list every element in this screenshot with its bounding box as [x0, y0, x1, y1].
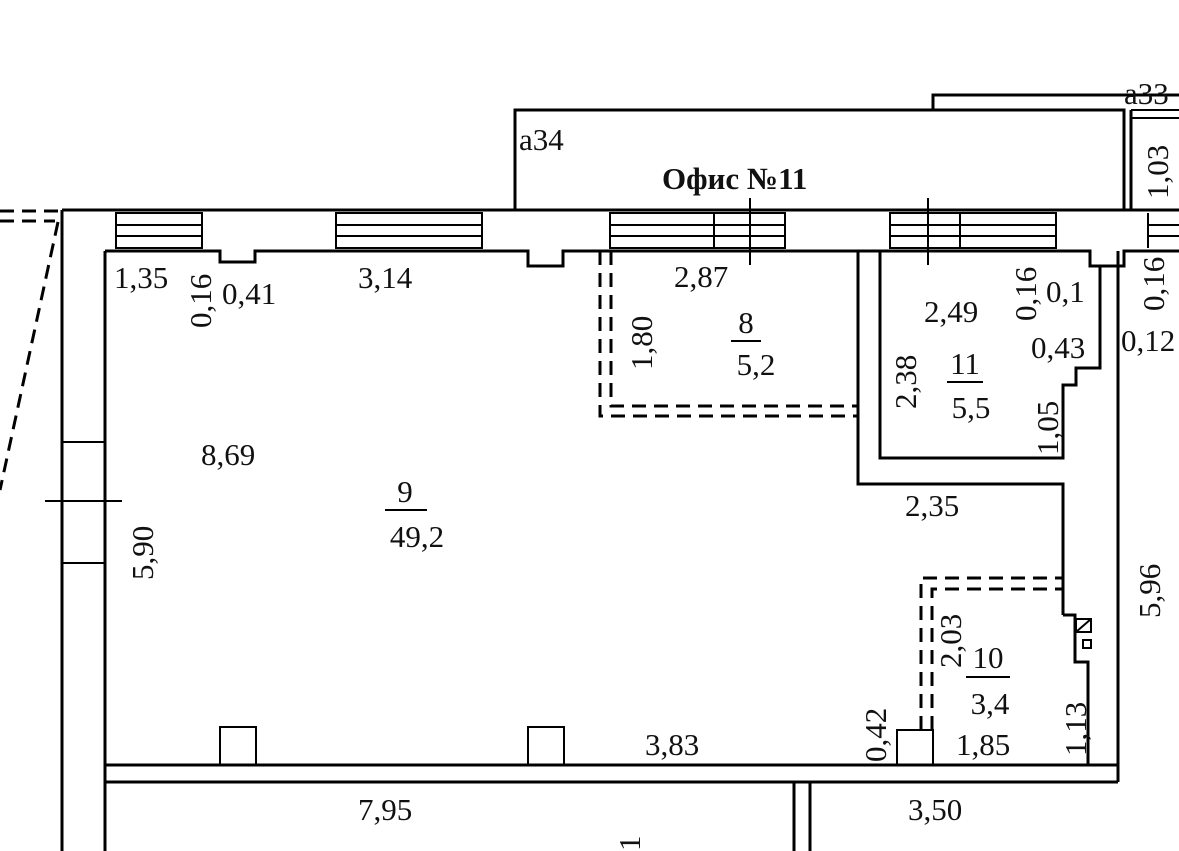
dim-0-43: 0,43 [1031, 330, 1085, 365]
left-window [45, 441, 122, 564]
columns [219, 726, 565, 766]
dim-3-50: 3,50 [908, 792, 962, 827]
dim-3-83: 3,83 [645, 727, 699, 762]
dim-1-80: 1,80 [624, 316, 659, 370]
room-number: 10 [973, 640, 1004, 675]
annex-label-a33: a33 [1124, 76, 1169, 111]
dim-0-16-a: 0,16 [183, 274, 218, 328]
dim-5-96: 5,96 [1132, 564, 1167, 618]
annex-a34 [513, 93, 1179, 210]
room-label-10: 10 3,4 [966, 640, 1010, 721]
dim-2-38: 2,38 [888, 355, 923, 409]
dim-1-35: 1,35 [114, 260, 168, 295]
dim-edge: 1 [612, 836, 647, 851]
room-area: 49,2 [390, 519, 444, 554]
room-label-9: 9 49,2 [385, 474, 444, 554]
dim-0-16-c: 0,16 [1136, 257, 1171, 311]
room-8-walls [598, 251, 858, 418]
dim-2-49: 2,49 [924, 294, 978, 329]
dim-2-87: 2,87 [674, 259, 728, 294]
annex-label-a34: a34 [519, 122, 564, 157]
dim-1-05: 1,05 [1030, 401, 1065, 455]
dim-0-1: 0,1 [1046, 274, 1085, 309]
dim-1-13: 1,13 [1058, 702, 1093, 756]
plan-title: Офис №11 [662, 161, 807, 196]
dim-2-03: 2,03 [933, 614, 968, 668]
top-windows [115, 198, 1179, 265]
dim-0-16-b: 0,16 [1008, 267, 1043, 321]
room-label-11: 11 5,5 [947, 346, 990, 425]
dim-2-35: 2,35 [905, 488, 959, 523]
dim-0-42: 0,42 [858, 708, 893, 762]
dim-1-03: 1,03 [1140, 145, 1175, 199]
dim-0-12: 0,12 [1121, 323, 1175, 358]
room-label-8: 8 5,2 [731, 305, 775, 382]
room-area: 3,4 [971, 686, 1010, 721]
dim-5-90: 5,90 [125, 526, 160, 580]
room-number: 11 [950, 346, 980, 381]
exterior-outline [0, 209, 62, 491]
dim-3-14: 3,14 [358, 260, 413, 295]
room-11-walls [856, 251, 1102, 615]
room-area: 5,2 [737, 347, 776, 382]
dim-7-95: 7,95 [358, 792, 412, 827]
lower-partition [792, 782, 812, 851]
room-number: 8 [738, 305, 754, 340]
dim-8-69: 8,69 [201, 437, 255, 472]
dim-1-85: 1,85 [956, 727, 1010, 762]
dim-0-41: 0,41 [222, 276, 276, 311]
outer-walls [60, 208, 1179, 851]
room-10-walls [896, 576, 1092, 766]
room-number: 9 [397, 474, 413, 509]
room-area: 5,5 [952, 390, 991, 425]
